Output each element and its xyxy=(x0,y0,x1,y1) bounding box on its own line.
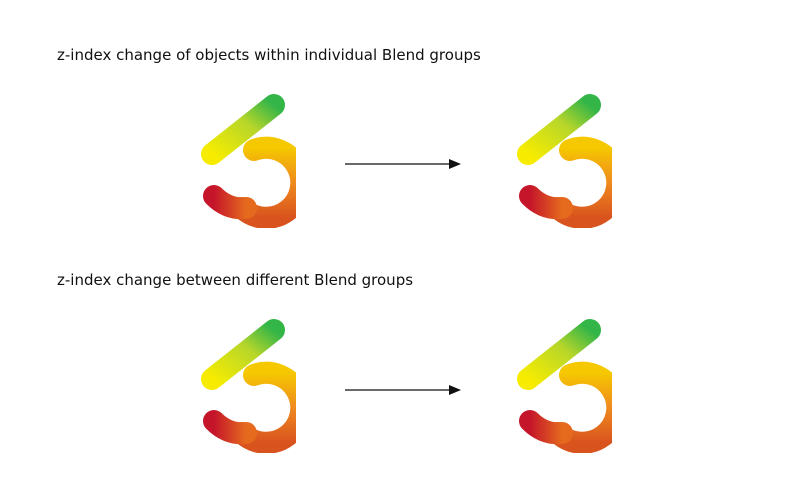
arrow-right-icon xyxy=(345,159,461,169)
diagonal xyxy=(201,94,285,165)
arrow-right-icon xyxy=(345,385,461,395)
bowl xyxy=(547,136,612,228)
tail xyxy=(519,410,573,445)
glyph-section2-before xyxy=(199,317,296,453)
diagonal xyxy=(201,319,285,390)
glyph-section1-after xyxy=(515,92,612,228)
bowl xyxy=(231,136,296,228)
tail xyxy=(203,185,257,220)
section1-caption: z-index change of objects within individ… xyxy=(57,46,481,64)
diagonal xyxy=(517,94,601,165)
tail xyxy=(203,410,257,445)
bowl xyxy=(547,361,612,453)
glyph-section1-before xyxy=(199,92,296,228)
section2-caption: z-index change between different Blend g… xyxy=(57,271,414,289)
glyph-section2-after xyxy=(515,317,612,453)
tail xyxy=(519,185,573,220)
bowl xyxy=(231,361,296,453)
